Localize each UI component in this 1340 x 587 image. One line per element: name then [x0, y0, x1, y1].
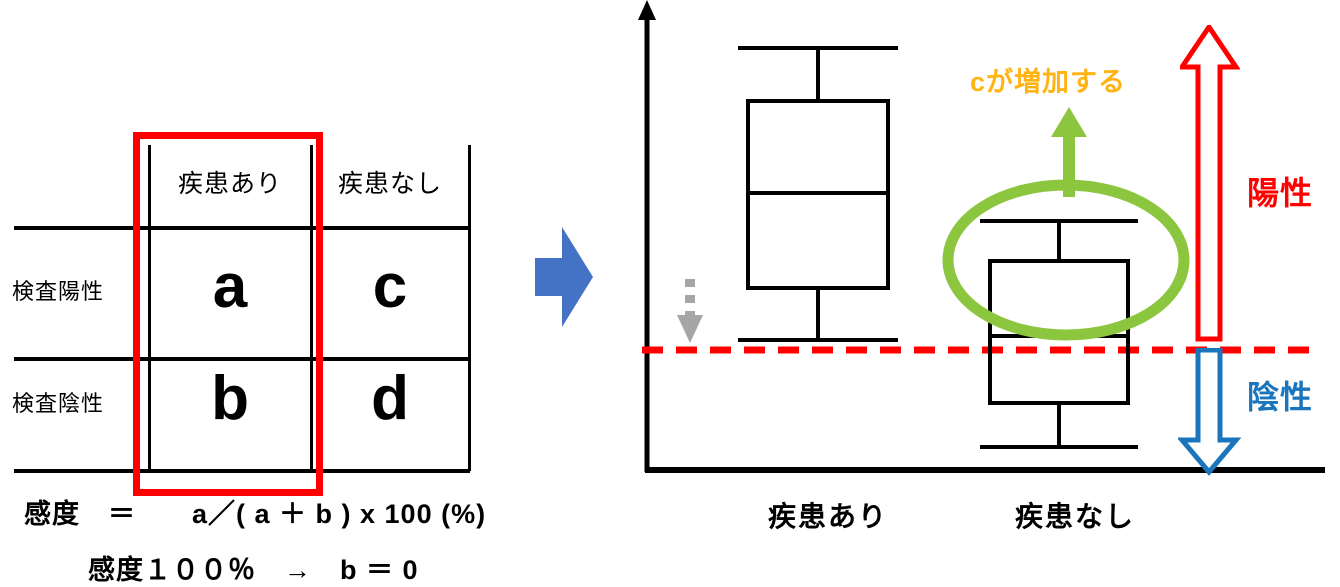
table-vline-3: [468, 145, 471, 471]
chart-category-label-1: 疾患なし: [1014, 501, 1135, 532]
blue-negative-down-arrow-icon: [1178, 348, 1242, 476]
table-hline-mid: [14, 357, 470, 361]
sensitivity-100-statement: 感度１００％ → b ＝ 0: [88, 555, 419, 585]
table-hline-bottom: [14, 469, 470, 473]
table-hline-top: [14, 226, 470, 230]
increase-c-label: cが増加する: [970, 67, 1127, 97]
column-highlight-rect: [133, 132, 323, 496]
contingency-table: 疾患あり 疾患なし 検査陽性 検査陰性 a c b d: [0, 60, 520, 496]
negative-label: 陰性: [1247, 379, 1314, 415]
table-vline-1: [148, 145, 151, 471]
table-vline-2: [310, 145, 313, 471]
table-col-header-0: 疾患あり: [177, 170, 282, 198]
table-cell-a: a: [212, 252, 248, 321]
boxplot-chart: cが増加する 陽性 陰性 疾患あり 疾患なし: [620, 0, 1340, 586]
table-col-header-1: 疾患なし: [337, 170, 442, 198]
gray-shift-down-arrow-icon: [677, 279, 703, 343]
positive-label: 陽性: [1247, 175, 1314, 211]
table-cell-d: d: [371, 364, 409, 433]
boxplot-disease-present: [738, 46, 898, 342]
table-cell-c: c: [372, 252, 408, 321]
sensitivity-formula: 感度 ＝ a／( a ＋ b ) x 100 (%): [24, 499, 487, 529]
table-cell-b: b: [211, 364, 249, 433]
table-row-header-0: 検査陽性: [12, 279, 105, 304]
red-positive-up-arrow-icon: [1180, 25, 1240, 342]
blue-right-arrow-icon: [528, 222, 598, 332]
chart-category-label-0: 疾患あり: [767, 501, 888, 532]
table-row-header-1: 検査陰性: [12, 391, 105, 416]
green-up-arrow-icon: [1051, 107, 1087, 197]
